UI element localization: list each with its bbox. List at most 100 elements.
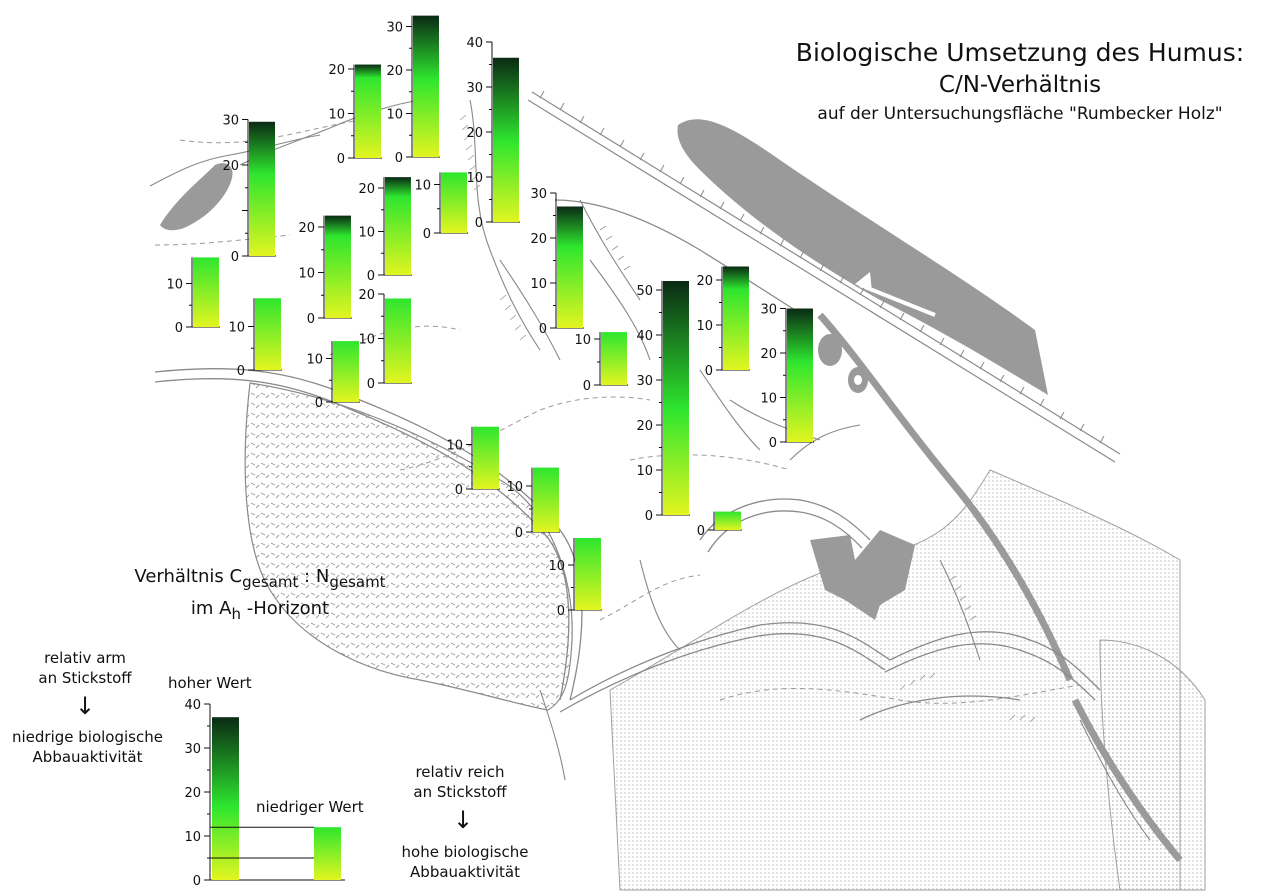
legend-tick-label: 20 (184, 786, 201, 801)
bar-tick-label: 20 (328, 63, 345, 78)
buildings (810, 530, 915, 620)
map-title: Biologische Umsetzung des Humus: (795, 38, 1245, 67)
cn-ratio-bar (473, 426, 499, 489)
bar-tick-label: 40 (636, 329, 653, 344)
legend-high-effect-1: niedrige biologische (12, 728, 163, 746)
bar-tick-label: 0 (337, 152, 345, 167)
site-bar-group: 010 (574, 332, 628, 394)
ratio-caption: Verhältnis Cgesamt : Ngesamt (130, 566, 390, 591)
horizon-prefix: im A (190, 598, 232, 619)
site-bar-group: 0 (697, 511, 742, 539)
horizon-suffix: -Horizont (241, 598, 330, 619)
bar-tick-label: 20 (358, 288, 375, 303)
cn-ratio-bar (385, 177, 411, 275)
bar-tick-label: 20 (636, 419, 653, 434)
bar-tick-label: 30 (386, 21, 403, 36)
cn-ratio-bar (255, 298, 281, 370)
map-location: auf der Untersuchungsfläche "Rumbecker H… (817, 104, 1223, 124)
down-arrow-icon: ↓ (452, 806, 474, 834)
bar-tick-label: 20 (530, 232, 547, 247)
bar-tick-label: 0 (539, 322, 547, 337)
cn-ratio-bar (355, 64, 381, 158)
bar-tick-label: 20 (696, 274, 713, 289)
cn-ratio-bar (533, 467, 559, 532)
legend-low-effect: hohe biologische Abbauaktivität (385, 842, 545, 882)
legend-high-effect: niedrige biologische Abbauaktivität (0, 727, 175, 767)
bar-tick-label: 0 (367, 377, 375, 392)
bar-tick-label: 0 (769, 436, 777, 451)
bar-tick-label: 10 (760, 392, 777, 407)
cn-ratio-bar (441, 172, 467, 233)
bar-tick-label: 0 (423, 227, 431, 242)
river-arrow (859, 283, 936, 317)
legend-high-note-2: an Stickstoff (38, 669, 132, 687)
bar-tick-label: 10 (696, 319, 713, 334)
legend-tick-label: 10 (184, 830, 201, 845)
legend-low-effect-1: hohe biologische (401, 843, 529, 861)
cn-ratio-bar (249, 121, 275, 257)
bar-tick-label: 30 (530, 187, 547, 202)
legend-high-bar (212, 717, 239, 880)
cn-ratio-bar (723, 266, 749, 370)
bar-tick-label: 0 (237, 364, 245, 379)
bar-tick-label: 0 (175, 321, 183, 336)
dotted-area-2 (1099, 639, 1206, 891)
cn-ratio-bar (325, 215, 351, 318)
site-bar-group: 0 10 20 30 (530, 187, 584, 337)
bar-tick-label: 30 (760, 303, 777, 318)
bar-tick-label: 0 (307, 312, 315, 327)
cn-ratio-bar (557, 206, 583, 328)
bar-tick-label: 10 (414, 179, 431, 194)
site-bar-group: 0 10 (166, 257, 220, 336)
pond-left (160, 163, 233, 231)
legend-high-effect-2: Abbauaktivität (32, 748, 143, 766)
bar-tick-label: 10 (636, 464, 653, 479)
legend-tick-label: 40 (184, 698, 201, 713)
caption-prefix: Verhältnis C (134, 566, 243, 587)
bar-tick-label: 0 (557, 604, 565, 619)
legend-low-note: relativ reich an Stickstoff (390, 762, 530, 802)
horizon-caption: im Ah -Horizont (130, 598, 390, 623)
bar-tick-label: 10 (446, 439, 463, 454)
legend-tick-label: 30 (184, 742, 201, 757)
map-subtitle: C/N-Verhältnis (938, 72, 1102, 98)
cn-ratio-bar (333, 341, 359, 402)
bar-tick-label: 20 (466, 126, 483, 141)
legend-low-note-1: relativ reich (415, 763, 505, 781)
legend-high-note-1: relativ arm (44, 649, 126, 667)
site-bar-group: 0 10 20 (328, 63, 382, 167)
bar-tick-label: 10 (530, 277, 547, 292)
bar-tick-label: 0 (475, 216, 483, 231)
legend-low-note-2: an Stickstoff (413, 783, 507, 801)
legend-low-label: niedriger Wert (256, 798, 364, 816)
cn-ratio-bar (715, 511, 741, 530)
site-bar-group: 0 10 (414, 172, 468, 242)
legend-low-bar (314, 827, 341, 880)
legend-low-effect-2: Abbauaktivität (410, 863, 520, 881)
bar-tick-label: 10 (328, 108, 345, 123)
bar-tick-label: 10 (166, 278, 183, 293)
slope-hachures (459, 114, 1036, 723)
bar-tick-label: 0 (515, 526, 523, 541)
bar-tick-label: 10 (548, 559, 565, 574)
bar-tick-label: 50 (636, 284, 653, 299)
site-bar-group: 010 (228, 298, 282, 379)
caption-sub-n: gesamt (329, 573, 386, 591)
bar-tick-label: 0 (455, 483, 463, 498)
bar-tick-label: 0 (231, 250, 239, 265)
cn-ratio-bar (413, 15, 439, 157)
cn-ratio-bar (663, 281, 689, 515)
site-bar-group: 0 10 (446, 426, 500, 498)
legend-high-label: hoher Wert (168, 674, 252, 692)
site-bar-group: 0 10 (548, 538, 602, 619)
